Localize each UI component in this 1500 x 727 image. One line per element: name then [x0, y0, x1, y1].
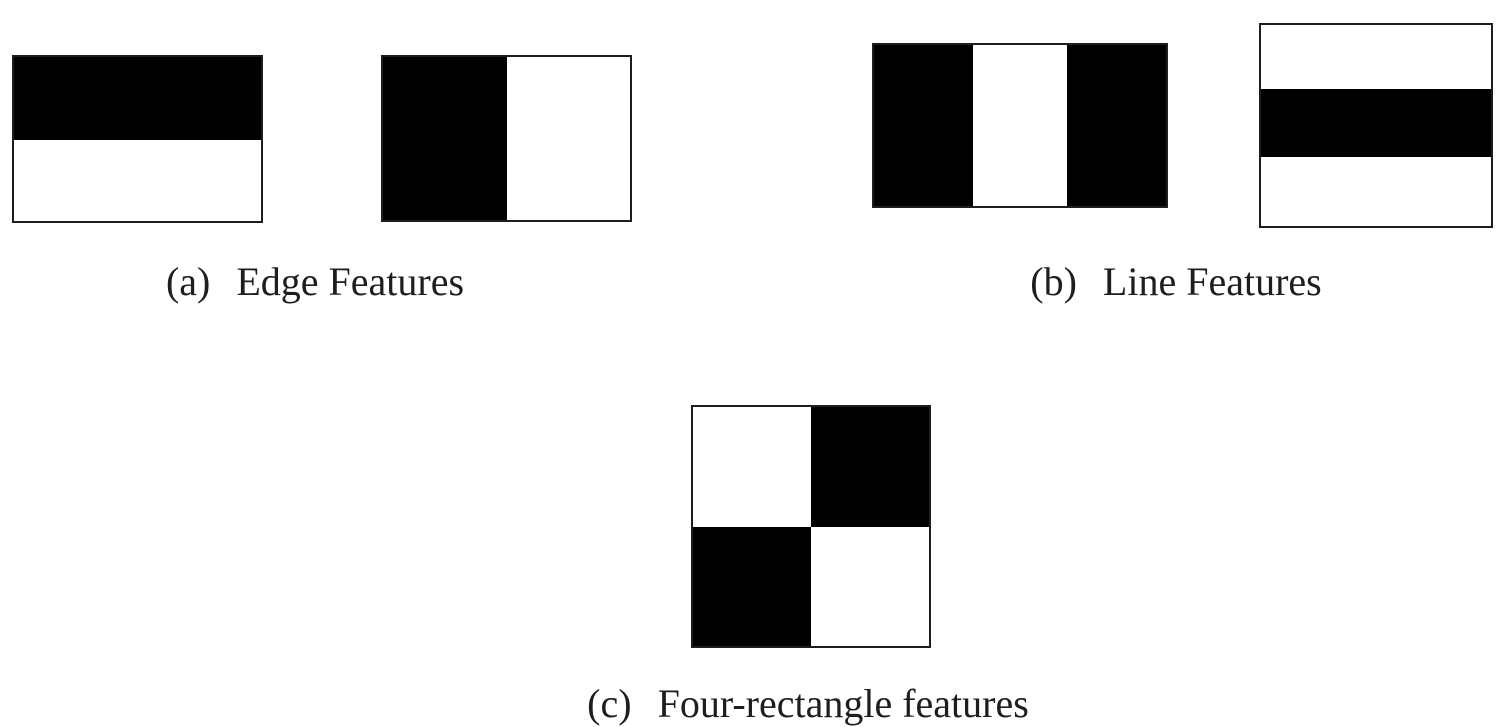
caption-c-label: (c)	[587, 681, 632, 726]
caption-c-text: Four-rectangle features	[657, 681, 1029, 726]
white-rectangle-region	[1261, 25, 1491, 89]
four-rectangle-feature	[691, 405, 931, 648]
white-rectangle-region	[1261, 157, 1491, 226]
white-rectangle-region	[14, 139, 261, 221]
caption-a-text: Edge Features	[236, 259, 465, 304]
line-feature-horizontal	[1259, 23, 1493, 228]
white-rectangle-region	[811, 526, 929, 646]
edge-feature-horizontal	[12, 55, 263, 223]
caption-c: (c) Four-rectangle features	[508, 680, 1108, 727]
black-rectangle-region	[874, 45, 974, 206]
caption-b-label: (b)	[1030, 259, 1077, 304]
white-rectangle-region	[693, 407, 811, 527]
caption-a: (a) Edge Features	[15, 258, 615, 306]
black-rectangle-region	[383, 57, 507, 220]
black-rectangle-region	[1066, 45, 1166, 206]
black-rectangle-region	[693, 526, 811, 646]
white-rectangle-region	[973, 45, 1067, 206]
black-rectangle-region	[14, 57, 261, 140]
black-rectangle-region	[1261, 88, 1491, 158]
caption-b-text: Line Features	[1102, 259, 1322, 304]
caption-b: (b) Line Features	[876, 258, 1476, 306]
black-rectangle-region	[811, 407, 929, 527]
caption-a-label: (a)	[165, 259, 211, 304]
edge-feature-vertical	[381, 55, 632, 222]
white-rectangle-region	[506, 57, 630, 220]
line-feature-vertical	[872, 43, 1168, 208]
